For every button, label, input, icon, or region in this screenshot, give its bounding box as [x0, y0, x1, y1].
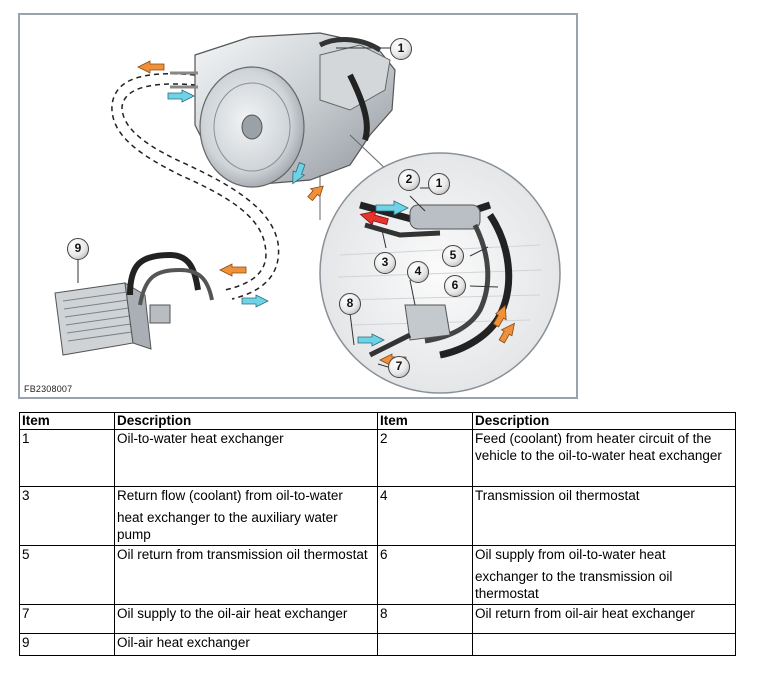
- item-description: Oil supply from oil-to-water heat exchan…: [472, 545, 736, 606]
- header-item: Item: [19, 411, 115, 431]
- item-description: Return flow (coolant) from oil-to-water …: [114, 486, 378, 547]
- description-line: Return flow (coolant) from oil-to-water: [117, 488, 343, 504]
- callout-7: 7: [388, 356, 410, 378]
- callout-3: 3: [374, 252, 396, 274]
- callout-4: 4: [407, 261, 429, 283]
- item-description: Feed (coolant) from heater circuit of th…: [472, 429, 736, 488]
- transmission-cooling-illustration: [54, 32, 561, 394]
- header-description: Description: [472, 411, 736, 431]
- table-header-row: Item Description Item Description: [19, 411, 736, 431]
- item-number: 3: [19, 486, 115, 547]
- table-row: 7 Oil supply to the oil-air heat exchang…: [19, 604, 736, 634]
- table-row: 1 Oil-to-water heat exchanger 2 Feed (co…: [19, 429, 736, 488]
- table-row: 9 Oil-air heat exchanger: [19, 632, 736, 657]
- item-number: 7: [19, 604, 115, 634]
- diagram-figure: 1 1 2 3 4 5 6 7 8 9 FB2308007: [18, 13, 578, 399]
- item-number: 4: [377, 486, 473, 547]
- callout-6: 6: [444, 275, 466, 297]
- description-line: exchanger to the transmission oil thermo…: [475, 569, 673, 602]
- callout-1-detail: 1: [428, 173, 450, 195]
- item-number: [377, 632, 473, 657]
- item-description: Oil return from oil-air heat exchanger: [472, 604, 736, 634]
- figure-code: FB2308007: [24, 384, 73, 394]
- callout-9: 9: [67, 238, 89, 260]
- item-number: 5: [19, 545, 115, 606]
- callout-1-housing: 1: [390, 38, 412, 60]
- callout-8: 8: [339, 293, 361, 315]
- item-description: Oil return from transmission oil thermos…: [114, 545, 378, 606]
- item-description: Oil supply to the oil-air heat exchanger: [114, 604, 378, 634]
- description-line: Oil supply from oil-to-water heat: [475, 547, 666, 563]
- item-description: Transmission oil thermostat: [472, 486, 736, 547]
- table-row: 5 Oil return from transmission oil therm…: [19, 545, 736, 606]
- item-number: 8: [377, 604, 473, 634]
- item-description: Oil-to-water heat exchanger: [114, 429, 378, 488]
- item-number: 6: [377, 545, 473, 606]
- legend-table: Item Description Item Description 1 Oil-…: [19, 411, 736, 657]
- item-description: Oil-air heat exchanger: [114, 632, 378, 657]
- callout-5: 5: [442, 245, 464, 267]
- item-number: 9: [19, 632, 115, 657]
- item-description: [472, 632, 736, 657]
- description-line: heat exchanger to the auxiliary water pu…: [117, 510, 338, 543]
- table-row: 3 Return flow (coolant) from oil-to-wate…: [19, 486, 736, 547]
- item-number: 1: [19, 429, 115, 488]
- header-description: Description: [114, 411, 378, 431]
- item-number: 2: [377, 429, 473, 488]
- callout-2: 2: [398, 169, 420, 191]
- header-item: Item: [377, 411, 473, 431]
